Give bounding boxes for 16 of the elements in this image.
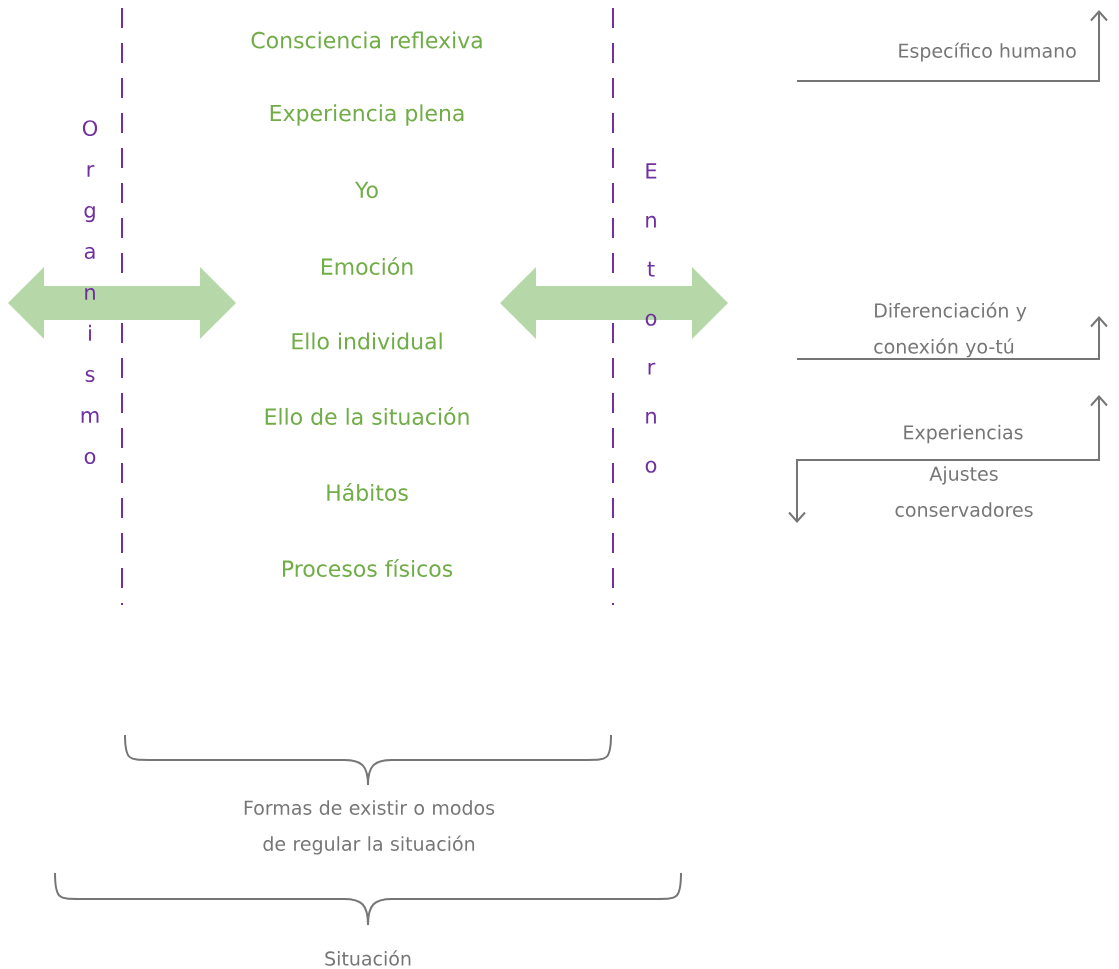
vertical-label: Organismo: [81, 120, 99, 465]
brace-label: Formas de existir o modos de regular la situación: [244, 800, 495, 855]
arrow-label: Situación: [325, 950, 411, 966]
layer-label: Emoción: [321, 257, 413, 275]
layer-label: Experiencia plena: [270, 104, 464, 126]
arrow-label: Ajustes conservadores: [895, 466, 1033, 517]
arrow-label: Diferenciación y conexión yo-tú: [874, 302, 1027, 358]
layer-label: Ello de la situación: [265, 407, 469, 425]
layer-label: Consciencia reflexiva: [251, 31, 482, 49]
vertical-label: Entorno: [645, 163, 657, 473]
layer-label: Hábitos: [327, 483, 408, 501]
layer-label: Yo: [354, 181, 378, 199]
arrow-label: Específico humano: [899, 42, 1076, 62]
layer-label: Ello individual: [292, 332, 442, 350]
layer-label: Procesos físicos: [283, 559, 453, 577]
arrow-label: Experiencias: [904, 424, 1023, 444]
